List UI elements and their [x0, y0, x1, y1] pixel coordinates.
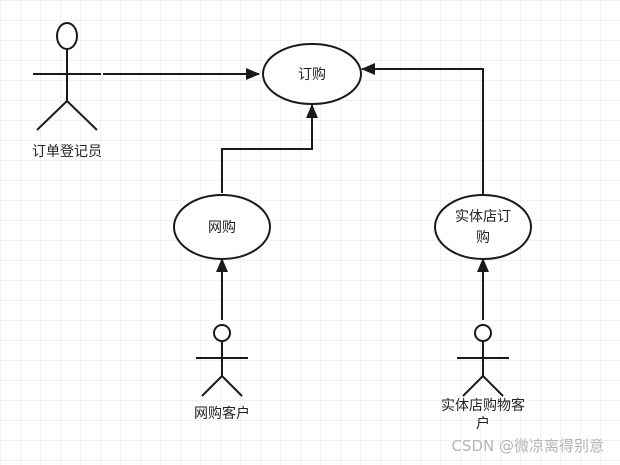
actor-online-customer-label: 网购客户 — [194, 405, 250, 422]
actor-head — [213, 324, 231, 342]
actor-store-customer-label-line1: 实体店购物客 — [441, 397, 525, 414]
use-case-order[interactable]: 订购 — [262, 43, 362, 105]
actor-head — [56, 22, 78, 50]
actor-clerk-label: 订单登记员 — [32, 144, 102, 160]
use-case-online-label: 网购 — [208, 220, 236, 236]
actor-head — [474, 324, 492, 342]
actor-clerk[interactable] — [33, 22, 101, 131]
watermark: CSDN @微凉离得别意 — [451, 437, 604, 455]
actor-store-customer-label-line2: 户 — [476, 415, 490, 432]
use-case-store[interactable]: 实体店订 购 — [434, 194, 532, 260]
use-case-order-label: 订购 — [298, 67, 326, 83]
online-to-order-arrow[interactable] — [221, 104, 318, 193]
use-case-store-label-line2: 购 — [476, 230, 490, 246]
store-to-order-arrow[interactable] — [361, 63, 484, 195]
actor-online-customer[interactable] — [196, 324, 248, 397]
use-case-store-label-line1: 实体店订 — [455, 209, 511, 225]
actor-store-customer[interactable] — [457, 324, 509, 397]
use-case-online[interactable]: 网购 — [173, 194, 271, 260]
